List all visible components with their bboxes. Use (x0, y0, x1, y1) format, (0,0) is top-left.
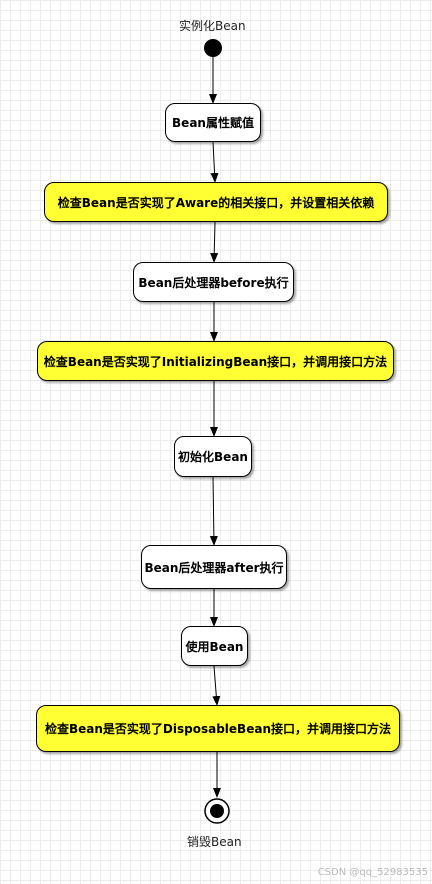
step-label: Bean属性赋值 (172, 116, 254, 130)
step-check-initializingbean: 检查Bean是否实现了InitializingBean接口，并调用接口方法 (37, 341, 394, 381)
step-initialize-bean: 初始化Bean (174, 436, 252, 477)
step-check-aware: 检查Bean是否实现了Aware的相关接口，并设置相关依赖 (44, 182, 388, 222)
step-postprocessor-after: Bean后处理器after执行 (141, 545, 287, 589)
arrow-step7-to-step8 (212, 665, 221, 706)
step-label: 检查Bean是否实现了DisposableBean接口，并调用接口方法 (45, 722, 391, 736)
start-node (204, 39, 222, 57)
end-label: 销毁Bean (187, 835, 242, 849)
step-label: 检查Bean是否实现了InitializingBean接口，并调用接口方法 (43, 354, 388, 369)
arrow-step1-to-step2 (210, 141, 219, 183)
step-label: 使用Bean (185, 639, 244, 654)
step-postprocessor-before: Bean后处理器before执行 (133, 262, 294, 302)
step-label: 初始化Bean (178, 450, 248, 464)
step-check-disposablebean: 检查Bean是否实现了DisposableBean接口，并调用接口方法 (36, 705, 400, 752)
arrow-step5-to-step6 (209, 476, 218, 546)
watermark: CSDN @qq_52983535 (317, 867, 428, 878)
step-label: 检查Bean是否实现了Aware的相关接口，并设置相关依赖 (57, 195, 375, 210)
start-label: 实例化Bean (179, 19, 246, 33)
step-use-bean: 使用Bean (181, 626, 248, 666)
step-bean-property-assignment: Bean属性赋值 (165, 103, 261, 142)
step-label: Bean后处理器before执行 (138, 275, 289, 290)
arrow-step2-to-step3 (210, 221, 219, 263)
end-node-dot (210, 804, 224, 818)
step-label: Bean后处理器after执行 (144, 560, 284, 575)
